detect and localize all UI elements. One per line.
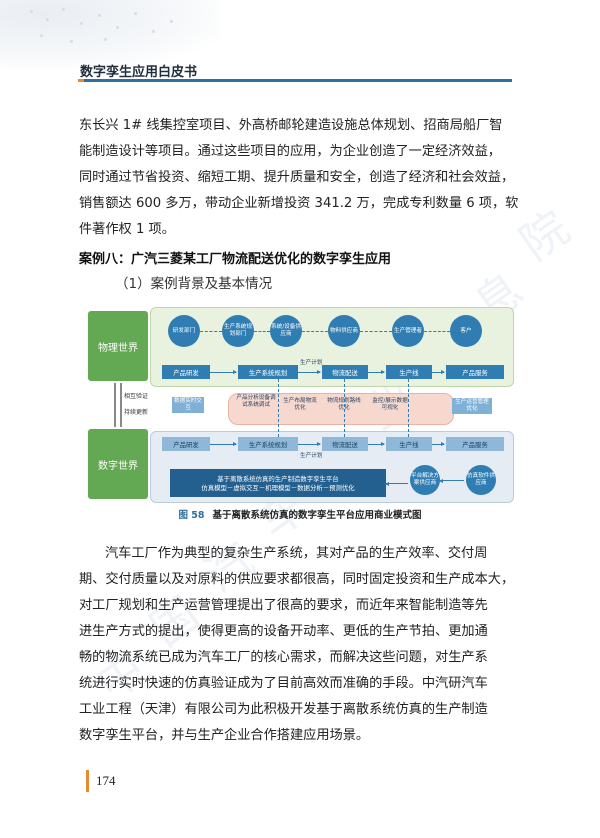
flow-arrow [368, 370, 385, 374]
flow-arrow [210, 442, 237, 446]
link-dash [278, 379, 279, 437]
process-box: 物流配送 [322, 365, 368, 379]
flow-dash [424, 331, 450, 332]
flow-arrow [210, 370, 237, 374]
text-line: 期、交付质量以及对原料的供应要求都很高，同时固定投资和生产成本大， [79, 572, 515, 587]
text-line: 进生产方式的提出，使得更高的设备开动率、更低的生产节拍、更加通 [79, 624, 488, 639]
flow-arrow [386, 483, 408, 484]
platform-pipeline: 仿真模型－虚拟交互－机理模型－数据分析－预测优化 [201, 484, 355, 492]
update-label: 持续更新 [124, 409, 149, 416]
running-header-title: 数字孪生应用白皮书 [80, 65, 198, 80]
sync-arrow [120, 383, 122, 427]
flow-arrow [432, 370, 445, 374]
flow-dash [302, 331, 328, 332]
sync-arrow [114, 383, 116, 427]
link-dash [344, 379, 345, 437]
realtime-box: 数据实时交互 [172, 397, 204, 413]
actor-circle: 研发部门 [168, 315, 200, 347]
header-rule [78, 79, 512, 82]
flow-dash [200, 331, 222, 332]
world-map-decoration [0, 0, 220, 68]
actor-circle: 生产系统规划部门 [222, 315, 254, 347]
vendor-circle: 平台解决方案供应商 [410, 465, 440, 495]
optimization-item: 生产布局物流优化 [283, 398, 317, 411]
twin-platform-box: 基于离散系统仿真的生产制造数字孪生平台 仿真模型－虚拟交互－机理模型－数据分析－… [170, 469, 386, 497]
text-line: 数字孪生平台，并与生产企业合作搭建应用场景。 [79, 728, 370, 743]
text-line: 统进行实时快速的仿真验证成为了目前高效而准确的手段。中汽研汽车 [79, 676, 488, 691]
platform-title: 基于离散系统仿真的生产制造数字孪生平台 [217, 475, 339, 483]
flow-arrow [298, 370, 321, 374]
twin-process-box: 产品研发 [162, 437, 210, 451]
actor-circle: 系统/设备供应商 [270, 315, 302, 347]
plan-label: 生产计划 [300, 360, 323, 366]
flow-dash [360, 331, 392, 332]
figure-number: 图 58 [178, 510, 205, 521]
page-number-accent [86, 770, 89, 792]
body-paragraph: 汽车工厂作为典型的复杂生产系统，其对产品的生产效率、交付周 期、交付质量以及对原… [79, 541, 519, 749]
text-line: 畅的物流系统已成为汽车工厂的核心需求，而解决这些问题，对生产系 [79, 650, 488, 665]
process-box: 生产线 [386, 365, 432, 379]
flow-arrow [298, 442, 321, 446]
flow-arrow [432, 442, 445, 446]
flow-arrow [368, 442, 385, 446]
flow-dash [254, 331, 270, 332]
actor-circle: 客户 [450, 315, 482, 347]
process-box: 产品服务 [446, 365, 504, 379]
figure-title: 基于离散系统仿真的数字孪生平台应用商业模式图 [212, 510, 422, 521]
physical-world-block: 物理世界 [88, 311, 148, 381]
text-line: 汽车工厂作为典型的复杂生产系统，其对产品的生产效率、交付周 [105, 546, 488, 561]
text-line: 件著作权 1 项。 [79, 222, 175, 237]
business-model-diagram: 物理世界 数字世界 相互验证 持续更新 数据实时交互 研发部门 生产系统规划部门… [88, 305, 516, 503]
text-line: 东长兴 1# 线集控室项目、外高桥邮轮建造设施总体规划、招商局船厂智 [79, 118, 503, 133]
flow-arrow [440, 480, 464, 481]
optimization-item: 监控/展示数据可视化 [372, 398, 408, 411]
optimization-item: 生产运营管理优化 [452, 398, 492, 414]
twin-process-box: 生产系统规划 [238, 437, 298, 451]
case-heading: 案例八：广汽三菱某工厂物流配送优化的数字孪生应用 [79, 252, 392, 267]
text-line: 同时通过节省投资、缩短工期、提升质量和安全，创造了经济和社会效益， [79, 170, 515, 185]
digital-world-block: 数字世界 [88, 429, 148, 499]
link-dash [408, 379, 409, 437]
actor-circle: 生产管理者 [392, 315, 424, 347]
text-line: 能制造设计等项目。通过这些项目的应用，为企业创造了一定经济效益， [79, 144, 501, 159]
page-number: 174 [96, 773, 116, 788]
figure-caption: 图 58 基于离散系统仿真的数字孪生平台应用商业模式图 [0, 507, 600, 521]
twin-process-box: 生产线 [386, 437, 432, 451]
vendor-circle: 仿真软件供应商 [466, 465, 496, 495]
header-rule-accent [78, 79, 84, 82]
optimization-item: 产品分析设备调试系统调试 [236, 395, 276, 408]
section-subheading: （1）案例背景及基本情况 [115, 276, 273, 292]
process-box: 生产系统规划 [238, 365, 298, 379]
twin-process-box: 物流配送 [322, 437, 368, 451]
twin-process-box: 产品服务 [446, 437, 504, 451]
optimization-panel [228, 393, 454, 425]
text-line: 对工厂规划和生产运营管理提出了很高的要求，而近年来智能制造等先 [79, 598, 488, 613]
optimization-item: 物流规划路线优化 [327, 398, 361, 411]
process-box: 产品研发 [162, 365, 210, 379]
plan-label: 生产计划 [300, 453, 323, 459]
text-line: 销售额达 600 多万，带动企业新增投资 341.2 万，完成专利数量 6 项，… [79, 196, 519, 211]
actor-circle: 物料供应商 [328, 315, 360, 347]
intro-paragraph: 东长兴 1# 线集控室项目、外高桥邮轮建造设施总体规划、招商局船厂智 能制造设计… [79, 113, 519, 243]
text-line: 工业工程（天津）有限公司为此积极开发基于离散系统仿真的生产制造 [79, 702, 488, 717]
verify-label: 相互验证 [124, 393, 149, 400]
